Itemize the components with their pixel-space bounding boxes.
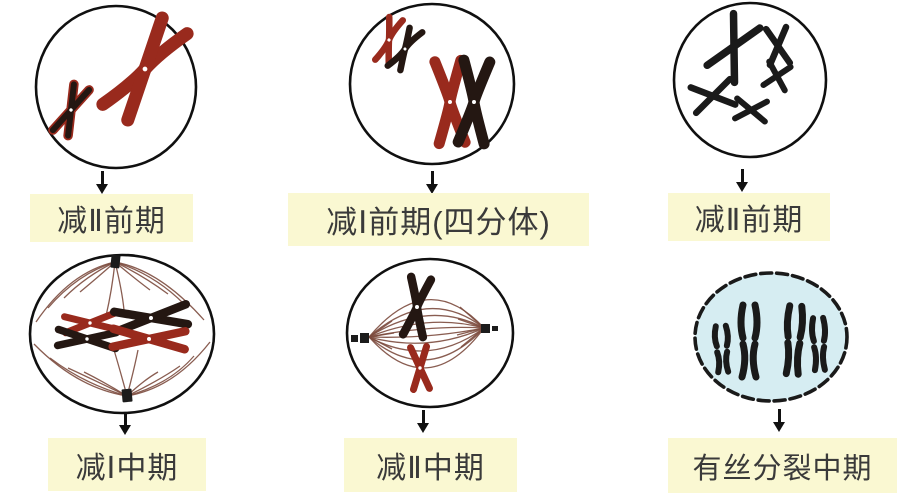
tetrad-large-dark — [452, 54, 496, 150]
spindle-pole-right — [481, 324, 490, 333]
tetrad-small-dark — [384, 24, 426, 74]
down-arrow-icon — [773, 409, 785, 432]
chromosome-black-3 — [760, 58, 794, 94]
cell-mitosis-metaphase — [693, 271, 849, 403]
down-arrow-icon — [736, 169, 748, 192]
spindle-pole-right — [492, 326, 498, 331]
stage-label-mitosis-metaphase: 有丝分裂中期 — [668, 438, 897, 493]
centromere — [472, 100, 476, 104]
bivalent-left-dark — [53, 325, 121, 353]
down-arrow-icon — [119, 412, 131, 435]
cell-membrane-sketchy — [693, 271, 849, 403]
centromere — [403, 47, 407, 51]
cell-membrane — [672, 1, 828, 159]
down-arrow-icon — [417, 410, 429, 433]
cell-meiosis-i-prophase-tetrad — [348, 2, 516, 166]
stage-label-meiosis-ii-prophase-b: 减Ⅱ前期 — [668, 193, 830, 241]
spindle-fibers — [33, 261, 211, 397]
bivalent-right-dark — [109, 300, 193, 336]
stage-label-meiosis-i-metaphase: 减Ⅰ中期 — [48, 438, 206, 491]
chromosome-black-1 — [703, 9, 764, 87]
mitosis-chromosome-3 — [782, 302, 807, 378]
cell-meiosis-ii-metaphase — [345, 257, 515, 409]
tetrad-large-red — [429, 54, 471, 150]
centromere — [418, 366, 422, 370]
spindle-pole-bottom — [121, 388, 133, 403]
mitosis-chromosome-2 — [737, 301, 761, 381]
chromosome-black-4 — [687, 75, 739, 117]
spindle-pole-top — [110, 254, 121, 269]
cell-meiosis-ii-prophase-b — [672, 1, 828, 159]
centromere — [387, 38, 391, 42]
centromere — [88, 321, 92, 325]
cell-meiosis-i-metaphase — [28, 253, 216, 415]
chromosome-black-2 — [762, 23, 794, 69]
mitosis-chromosome-1 — [711, 322, 732, 376]
centromere — [85, 337, 89, 341]
centromere — [69, 108, 73, 112]
centromere — [448, 100, 452, 104]
centromere — [142, 66, 148, 72]
chromosome-black-5 — [732, 95, 770, 125]
stage-label-meiosis-i-prophase-tetrad: 减Ⅰ前期(四分体) — [288, 193, 589, 246]
spindle-pole-left — [360, 333, 369, 343]
centromere — [149, 316, 153, 320]
tetrad-small-red — [371, 13, 407, 67]
chromosome-red-large — [96, 11, 194, 127]
down-arrow-icon — [426, 171, 438, 194]
chromosome-dark-top — [398, 272, 436, 342]
chromosome-dark-small — [48, 79, 94, 141]
spindle-pole-left — [351, 335, 358, 342]
mitosis-chromosome-4 — [809, 314, 829, 374]
chromosome-red-bottom — [407, 342, 433, 394]
bivalent-right-red — [108, 324, 190, 354]
down-arrow-icon — [96, 171, 108, 194]
stage-label-meiosis-ii-prophase-a: 减Ⅱ前期 — [30, 194, 193, 242]
cell-membrane — [345, 257, 515, 409]
spindle-fibers — [368, 298, 485, 369]
cell-membrane — [348, 2, 516, 166]
bivalent-left-red — [61, 309, 119, 337]
centromere — [147, 337, 151, 341]
cell-meiosis-ii-prophase-a — [34, 4, 198, 170]
centromere — [415, 305, 419, 309]
stage-label-meiosis-ii-metaphase: 减Ⅱ中期 — [344, 438, 517, 492]
